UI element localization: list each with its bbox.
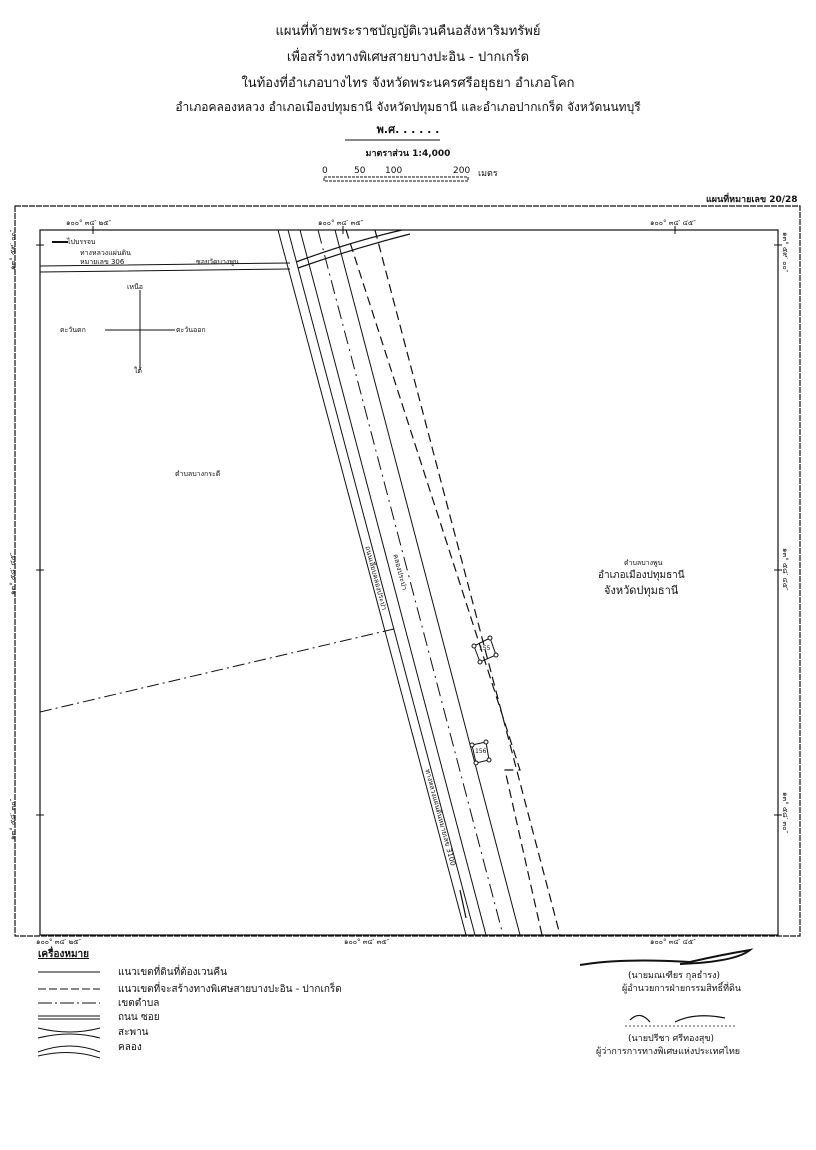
legend-title: เครื่องหมาย — [38, 949, 90, 960]
scale-bar — [323, 176, 469, 182]
tick-marks — [36, 226, 782, 816]
road-edge-1 — [277, 229, 467, 936]
scale-tick-200: 200 — [453, 166, 471, 176]
scale-text: มาตราส่วน 1:4,000 — [365, 149, 451, 159]
direction-note-1: ไปบรรจบ — [67, 238, 96, 246]
outer-frame — [14, 205, 801, 937]
legend-symbols — [37, 971, 101, 1059]
expressway-boundary — [374, 229, 561, 936]
signature-2 — [629, 1014, 726, 1023]
lat-label-right-2: ๑๓° ๕๘′ ๔๕″ — [781, 548, 789, 591]
side-road-curve — [295, 229, 411, 269]
centerline — [317, 229, 504, 936]
soi-label: ซอยวัดบางพูน — [196, 258, 239, 266]
direction-note-2: ทางหลวงแผ่นดิน — [80, 249, 131, 257]
scale-tick-50: 50 — [354, 166, 366, 176]
lat-label-right-1: ๑๓° ๕๙′ ๐๐″ — [781, 232, 789, 273]
lon-label-3: ๑๐๐° ๓๔′ ๔๕″ — [650, 219, 696, 227]
compass-north: เหนือ — [127, 283, 143, 291]
tambon-boundary — [39, 627, 399, 713]
title-line-3: ในท้องที่อำเภอบางไทร จังหวัดพระนครศรีอยุ… — [241, 76, 575, 91]
lon-label-2: ๑๐๐° ๓๔′ ๓๕″ — [318, 219, 364, 227]
map-frame — [39, 229, 779, 936]
scale-tick-0: 0 — [322, 166, 328, 176]
lat-label-1: ๑๓° ๕๙′ ๐๐″ — [9, 229, 17, 270]
amphoe-east-label: อำเภอเมืองปทุมธานี — [598, 570, 685, 581]
compass-west: ตะวันตก — [60, 326, 86, 334]
bottom-lon-1: ๑๐๐° ๓๔′ ๒๕″ — [36, 938, 82, 946]
canal-edge-2 — [334, 229, 521, 936]
title-line-1: แผนที่ท้ายพระราชบัญญัติเวนคืนอสังหาริมทร… — [275, 24, 541, 39]
road-edge-2 — [287, 229, 476, 936]
compass-south: ใต้ — [134, 367, 142, 375]
sheet-number: แผนที่หมายเลข 20/28 — [706, 195, 798, 205]
lon-label-1: ๑๐๐° ๓๔′ ๒๕″ — [66, 219, 112, 227]
year-line: พ.ศ. . . . . . — [376, 123, 440, 136]
signer-1-name: (นายมณเฑียร กุลธำรง) — [628, 971, 721, 981]
tambon-west-label: ตำบลบางกระดี — [175, 470, 221, 478]
scale-unit: เมตร — [478, 169, 498, 179]
compass-east: ตะวันออก — [176, 326, 206, 334]
title-line-4: อำเภอคลองหลวง อำเภอเมืองปทุมธานี จังหวัด… — [175, 100, 641, 114]
lat-label-3: ๑๓° ๕๘′ ๓๐″ — [9, 798, 17, 840]
highway-arrow — [459, 889, 467, 919]
signer-1-position: ผู้อำนวยการฝ่ายกรรมสิทธิ์ที่ดิน — [622, 984, 742, 994]
bottom-lon-3: ๑๐๐° ๓๔′ ๔๕″ — [650, 938, 696, 946]
bottom-lon-2: ๑๐๐° ๓๔′ ๓๕″ — [344, 938, 390, 946]
parcel-156-label: 156 — [475, 748, 487, 755]
soi-road — [39, 262, 291, 273]
tambon-east-label: ตำบลบางพูน — [624, 559, 663, 567]
canal-edge-1 — [299, 229, 487, 936]
province-east-label: จังหวัดปทุมธานี — [604, 584, 679, 597]
signer-2-position: ผู้ว่าการการทางพิเศษแห่งประเทศไทย — [596, 1047, 741, 1057]
lat-label-right-3: ๑๓° ๕๘′ ๓๐″ — [781, 792, 789, 834]
scale-tick-100: 100 — [385, 166, 403, 176]
expropriation-boundary — [345, 229, 543, 936]
direction-note-3: หมายเลข 306 — [80, 258, 125, 266]
signature-1 — [579, 948, 754, 966]
signer-2-name: (นายปรีชา ศรีทองสุข) — [628, 1034, 714, 1044]
title-line-2: เพื่อสร้างทางพิเศษสายบางปะอิน - ปากเกร็ด — [286, 50, 530, 65]
lat-label-2: ๑๓° ๕๘′ ๔๕″ — [9, 552, 17, 595]
parcel-155-label: 155 — [479, 645, 491, 652]
